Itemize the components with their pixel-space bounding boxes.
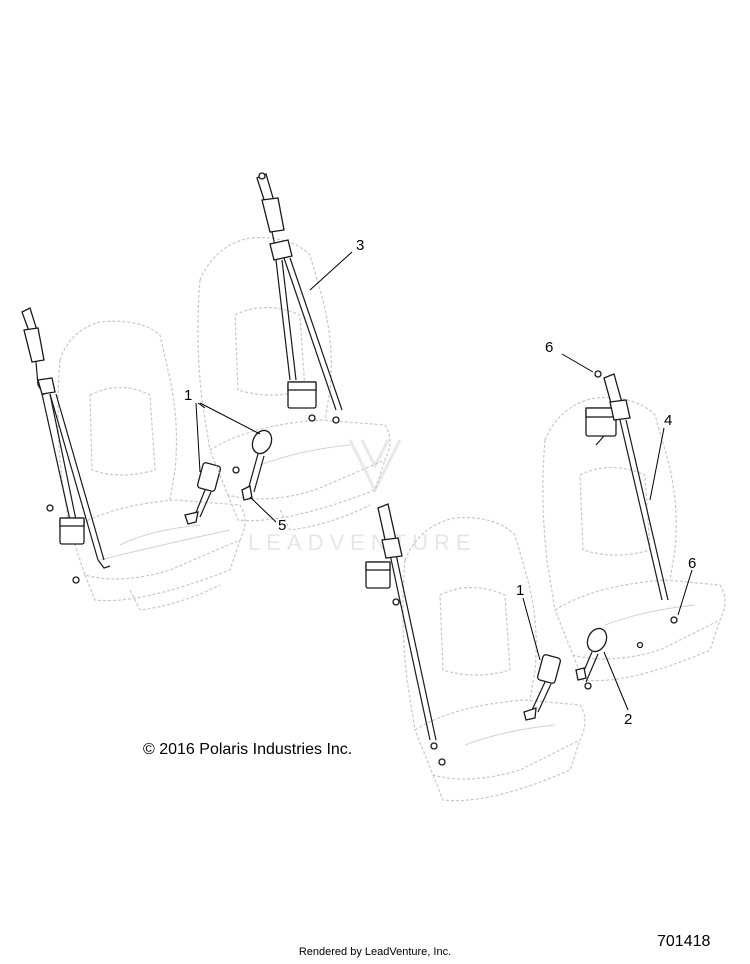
seat-belt-buckle-front-right [575,627,608,690]
seat-belt-buckle-left-rear [184,462,222,525]
callout-6-lower: 6 [688,555,696,572]
seat-front-right [542,397,726,682]
seat-belt-retractor-left-rear [21,307,111,584]
seat-belt-retractor-front-left [365,503,446,766]
callout-5: 5 [278,517,286,534]
diagram-number: 701418 [657,933,711,950]
callout-1-rear: 1 [184,387,192,404]
callout-6-upper: 6 [545,339,553,356]
watermark-emblem [348,439,402,494]
callout-1-front: 1 [516,582,524,599]
watermark-logo: LEADVENTURE [248,530,477,555]
seat-belt-buckle-front-left [523,654,562,721]
seat-front-left [402,517,586,802]
rendered-by-footer: Rendered by LeadVenture, Inc. [298,946,452,958]
seat-belt-retractor-front-right [585,370,678,649]
seat-belt-buckle-middle-rear [232,429,273,501]
seat-left-rear [57,320,246,611]
callout-4: 4 [664,412,672,429]
copyright-text: © 2016 Polaris Industries Inc. [143,741,353,758]
seat-belt-retractor-middle-rear [256,172,343,424]
callout-3: 3 [356,237,364,254]
leader-lines [195,251,693,711]
callout-2: 2 [624,711,632,728]
